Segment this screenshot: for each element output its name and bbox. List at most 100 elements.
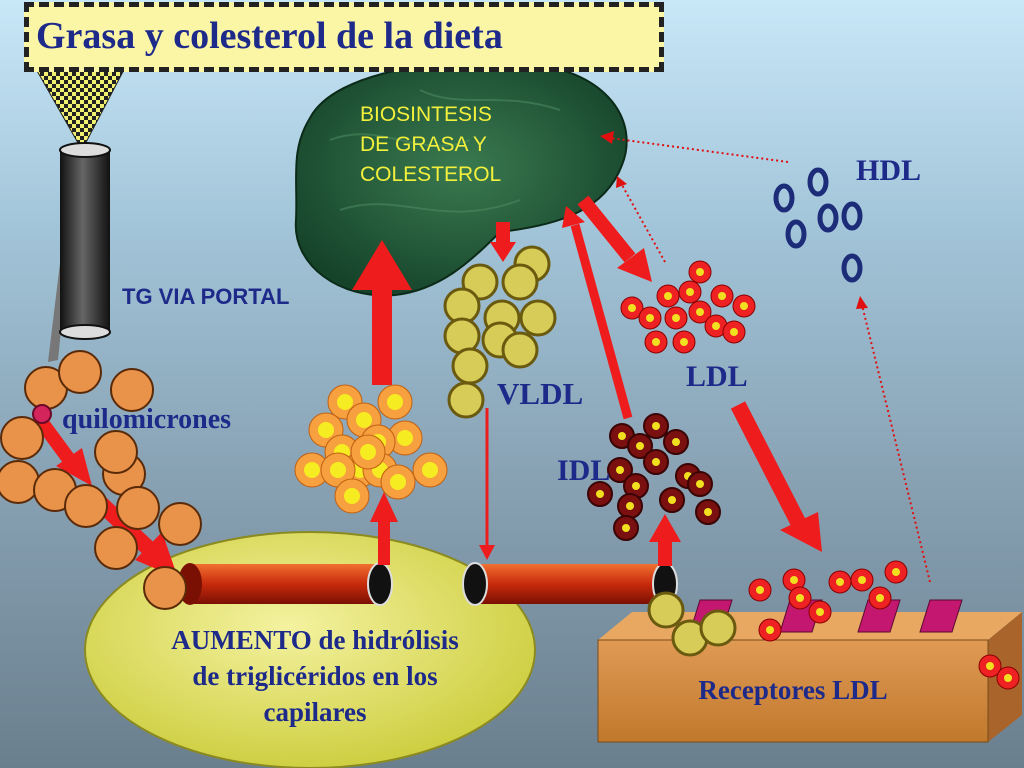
hdl-particle	[785, 219, 807, 249]
tg-particle-core	[397, 430, 413, 446]
idl-particle-core	[704, 508, 712, 516]
chylomicron-particle	[158, 502, 202, 546]
idl-particle-core	[668, 496, 676, 504]
ldl-particle-core	[712, 322, 720, 330]
ldl-particles	[620, 260, 756, 354]
arrow-vldl-to-capillary	[479, 408, 495, 560]
idl-particle-core	[652, 422, 660, 430]
arrow-liver-to-ldl	[577, 195, 652, 282]
tg-particle-core	[318, 422, 334, 438]
vldl-particle	[501, 263, 539, 301]
tg-particle-core	[304, 462, 320, 478]
vldl-particle	[451, 347, 489, 385]
hydrolysis-label-line: capilares	[263, 697, 367, 727]
vldl-particle	[443, 317, 481, 355]
ldl-particle-core	[628, 304, 636, 312]
ldl-particle-core	[680, 338, 688, 346]
ldl-particle-core	[696, 308, 704, 316]
liver-label-line: DE GRASA Y	[360, 133, 487, 156]
receptor-ldl-particle-core	[858, 576, 866, 584]
hdl-particle	[807, 167, 829, 197]
receptor-ldl-particle-core	[796, 594, 804, 602]
chylomicron-particle	[94, 526, 138, 570]
arrow-liver-to-vldl	[490, 222, 516, 262]
receptor-slab	[857, 599, 901, 633]
idl-particle-core	[696, 480, 704, 488]
receptor-ldl-particle-core	[876, 594, 884, 602]
tg-particle-core	[387, 394, 403, 410]
idl-particle-core	[636, 442, 644, 450]
arrow-chylomicron-diag-1	[34, 415, 92, 486]
idl-particles	[587, 413, 721, 541]
tg-particle-core	[330, 462, 346, 478]
receptor-ldl-particle-core	[836, 578, 844, 586]
receptor-ldl-particles	[647, 560, 1020, 690]
quilomicrones-label: quilomicrones	[62, 404, 232, 435]
hdl-particles	[773, 167, 863, 283]
hydrolysis-label-line: de triglicéridos en los	[192, 661, 438, 691]
intestine-tube-icon	[48, 142, 111, 362]
ldl-particle-core	[730, 328, 738, 336]
chylomicron-particle	[0, 460, 40, 504]
vldl-particles	[443, 245, 557, 419]
receptor-ldl-particle-core	[790, 576, 798, 584]
hdl-particle	[773, 183, 795, 213]
liver-label-line: BIOSINTESIS	[360, 103, 492, 126]
ldl-particle-core	[740, 302, 748, 310]
receptor-ldl-particle-core	[756, 586, 764, 594]
receptor-slab	[919, 599, 963, 633]
liver-label: BIOSINTESIS DE GRASA Y COLESTEROL	[360, 100, 501, 190]
dotted-arrow-receptor-to-hdl	[861, 304, 931, 583]
idl-particle-core	[618, 432, 626, 440]
tg-particle-core	[360, 444, 376, 460]
tg-particle-core	[422, 462, 438, 478]
hdl-label: HDL	[856, 154, 922, 187]
dotted-arrowhead-1	[600, 131, 614, 144]
chylomicron-particles	[0, 350, 202, 610]
ldl-label: LDL	[686, 360, 748, 393]
idl-particle-core	[672, 438, 680, 446]
hdl-particle	[817, 203, 839, 233]
hydrolysis-label-line: AUMENTO de hidrólisis	[171, 625, 459, 655]
chylomicron-particle	[64, 484, 108, 528]
receptor-ldl-particle-core	[986, 662, 994, 670]
chylomicron-marker-dot	[32, 404, 52, 424]
idl-label: IDL	[557, 454, 611, 487]
funnel-icon	[31, 61, 129, 152]
receptor-ldl-particle-core	[1004, 674, 1012, 682]
dotted-arrowhead-3	[856, 296, 868, 309]
tg-particle-core	[390, 474, 406, 490]
tg-particle-core	[344, 488, 360, 504]
arrow-ldl-to-receptor	[730, 401, 822, 552]
tg-particles	[294, 384, 448, 514]
idl-particle-core	[632, 482, 640, 490]
dotted-arrowhead-2	[616, 176, 627, 188]
ldl-particle-core	[664, 292, 672, 300]
chylomicron-particle	[110, 368, 154, 412]
vldl-particle	[447, 381, 485, 419]
ldl-particle-core	[686, 288, 694, 296]
arrow-capillary-to-liver	[562, 206, 633, 420]
chylomicron-particle	[94, 430, 138, 474]
ldl-particle-core	[718, 292, 726, 300]
idl-particle-core	[622, 524, 630, 532]
ldl-particle-core	[646, 314, 654, 322]
chylomicron-particle	[58, 350, 102, 394]
idl-particle-core	[652, 458, 660, 466]
chylomicron-particle	[116, 486, 160, 530]
hydrolysis-label: AUMENTO de hidrólisis de triglicéridos e…	[120, 622, 510, 730]
vldl-label: VLDL	[497, 376, 584, 411]
receptor-ldl-particle-core	[816, 608, 824, 616]
receptor-ldl-particle-core	[766, 626, 774, 634]
receptores-label: Receptores LDL	[698, 675, 888, 705]
hdl-particle	[841, 253, 863, 283]
liver-label-line: COLESTEROL	[360, 163, 502, 186]
capillary-right	[462, 562, 678, 606]
tg-particle-core	[356, 412, 372, 428]
idl-particle-core	[596, 490, 604, 498]
dotted-arrow-hdl-to-liver	[609, 137, 789, 163]
idl-particle-core	[626, 502, 634, 510]
tg-particle-core	[337, 394, 353, 410]
